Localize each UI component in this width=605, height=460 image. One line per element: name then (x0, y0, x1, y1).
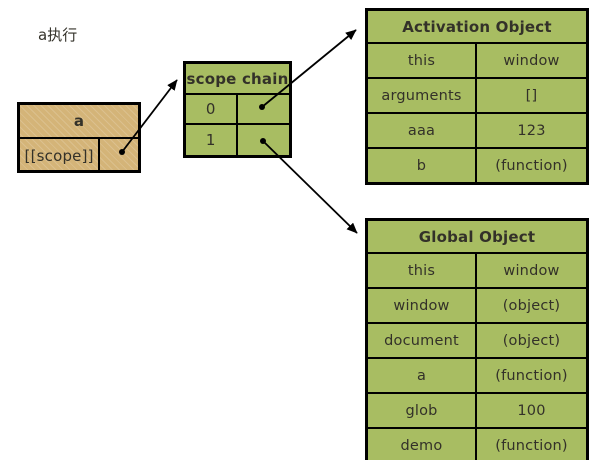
global-object-key-2: document (368, 324, 477, 357)
global-object-value-2: (object) (502, 332, 561, 349)
global-object-key-4: glob (368, 394, 477, 427)
activation-object-value-2: 123 (517, 122, 546, 139)
table-row: window (object) (368, 289, 586, 324)
global-object-value-5: (function) (495, 437, 568, 454)
function-a-scope-key: [[scope]] (20, 139, 101, 172)
activation-object-key-2: aaa (368, 114, 477, 147)
function-a-scope-row: [[scope]] (20, 139, 138, 172)
diagram-caption: a执行 (38, 26, 78, 44)
global-object-header-label: Global Object (418, 227, 536, 246)
global-object-header-row: Global Object (368, 221, 586, 254)
table-row: arguments [] (368, 79, 586, 114)
table-row: glob 100 (368, 394, 586, 429)
global-object-value-0: window (503, 262, 560, 279)
global-object-value-3: (function) (495, 367, 568, 384)
scope-chain-header-label: scope chain (186, 69, 289, 88)
scope-chain-entry-0-index: 0 (186, 95, 238, 123)
global-object-value-1: (object) (502, 297, 561, 314)
activation-object-value-1: [] (525, 87, 538, 104)
scope-chain-entry-1-pointer (238, 125, 290, 155)
scope-chain-entry-0-pointer (238, 95, 290, 123)
activation-object-key-1: arguments (368, 79, 477, 112)
global-object-key-0: this (368, 254, 477, 287)
activation-object-header-label: Activation Object (402, 17, 552, 36)
function-a-box: a [[scope]] (17, 102, 141, 173)
activation-object-key-3: b (368, 149, 477, 182)
activation-object-value-0: window (503, 52, 560, 69)
global-object-key-1: window (368, 289, 477, 322)
scope-chain-entry-1: 1 (186, 125, 289, 155)
global-object-table: Global Object this window window (object… (365, 218, 589, 460)
table-row: this window (368, 44, 586, 79)
function-a-title-row: a (20, 105, 138, 139)
table-row: a (function) (368, 359, 586, 394)
function-a-name: a (73, 112, 85, 130)
table-row: document (object) (368, 324, 586, 359)
activation-object-header-row: Activation Object (368, 11, 586, 44)
scope-chain-entry-1-index: 1 (186, 125, 238, 155)
function-a-scope-value (100, 139, 138, 172)
table-row: this window (368, 254, 586, 289)
global-object-value-4: 100 (517, 402, 546, 419)
table-row: b (function) (368, 149, 586, 182)
activation-object-key-0: this (368, 44, 477, 77)
activation-object-table: Activation Object this window arguments … (365, 8, 589, 185)
global-object-key-3: a (368, 359, 477, 392)
table-row: demo (function) (368, 429, 586, 460)
table-row: aaa 123 (368, 114, 586, 149)
scope-chain-header-row: scope chain (186, 64, 289, 95)
activation-object-value-3: (function) (495, 157, 568, 174)
global-object-key-5: demo (368, 429, 477, 460)
scope-chain-entry-0: 0 (186, 95, 289, 125)
scope-chain-box: scope chain 0 1 (183, 61, 292, 158)
